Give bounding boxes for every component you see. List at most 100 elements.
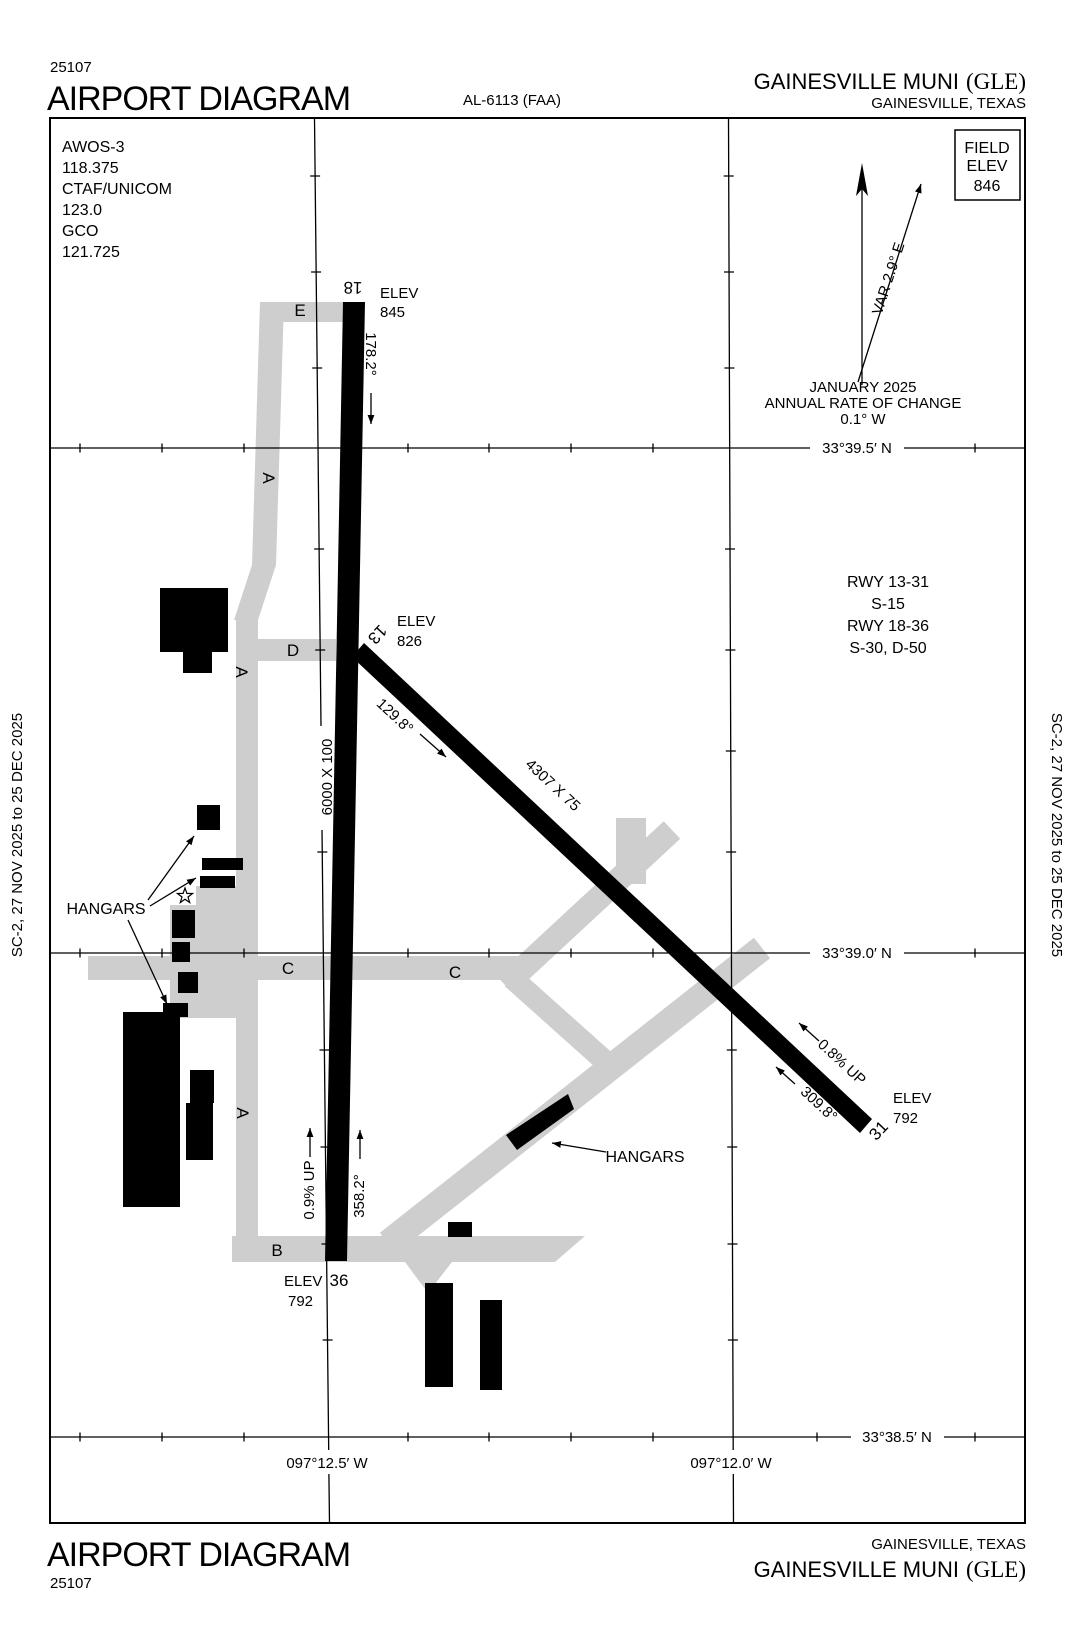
runway-13-heading-arrow xyxy=(419,733,447,758)
comm-line-3: CTAF/UNICOM xyxy=(62,181,172,198)
airport-city-bottom: GAINESVILLE, TEXAS xyxy=(871,1536,1026,1553)
comm-line-6: 121.725 xyxy=(62,244,120,261)
eff-number-bottom: 25107 xyxy=(50,1575,92,1592)
taxiway-b-segment xyxy=(232,1236,585,1262)
variation-rate-line2: 0.1° W xyxy=(840,411,886,428)
taxiway-a-jog xyxy=(234,565,276,620)
runway-18-elev-word: ELEV xyxy=(380,285,418,302)
airport-id-bottom-text: (GLE) xyxy=(966,1557,1026,1582)
graticule-lines xyxy=(50,117,1025,1524)
rwy-box-line-1: RWY 13-31 xyxy=(847,574,929,591)
hangar-on-diagonal-taxiway xyxy=(506,1094,574,1150)
variation-arrow xyxy=(857,183,922,383)
taxiway-a-upper xyxy=(252,302,284,565)
taxiway-diagonal-hangar xyxy=(379,937,771,1254)
taxiway-label-b: B xyxy=(271,1241,282,1260)
runway-31-slope-arrow xyxy=(798,1022,820,1042)
runway-13-elev-value: 826 xyxy=(397,633,422,650)
comm-line-5: GCO xyxy=(62,223,98,240)
eff-number-top: 25107 xyxy=(50,59,92,76)
airport-id-text: (GLE) xyxy=(966,69,1026,94)
hangars-callout-west: HANGARS xyxy=(66,835,197,1005)
latitude-ticks xyxy=(79,443,976,1442)
meridian-line-1 xyxy=(313,117,331,1524)
meridian-line-2 xyxy=(727,117,735,1524)
hangar-building-6 xyxy=(178,972,198,993)
taxiway-crossing-pad xyxy=(616,818,646,884)
field-elev-box: FIELD ELEV 846 xyxy=(954,129,1021,201)
variation-label: VAR 2.9° E xyxy=(869,240,908,317)
runway-18-36 xyxy=(325,302,365,1261)
runway-18-elev-value: 845 xyxy=(380,304,405,321)
buildings xyxy=(123,588,574,1390)
hangar-building-3 xyxy=(200,876,235,888)
longitude-label-2: 097°12.0′ W xyxy=(690,1455,772,1472)
hangar-building-4 xyxy=(172,910,195,938)
airport-name-bottom: GAINESVILLE MUNI(GLE) xyxy=(754,1557,1026,1582)
taxiway-c-northeast-branch xyxy=(496,821,681,994)
taxiway-label-c1: C xyxy=(282,959,294,978)
taxiway-label-d: D xyxy=(287,641,299,660)
rwy-box-line-2: S-15 xyxy=(871,596,905,613)
longitude-label-1: 097°12.5′ W xyxy=(286,1455,368,1472)
hangars-leader-4 xyxy=(551,1141,607,1153)
comm-frequencies: AWOS-3 118.375 CTAF/UNICOM 123.0 GCO 121… xyxy=(62,139,172,261)
field-elev-word2: ELEV xyxy=(967,158,1008,175)
rwy-box-line-4: S-30, D-50 xyxy=(849,640,926,657)
map-border xyxy=(49,117,1026,1524)
building-south-1 xyxy=(425,1283,453,1387)
latitude-label-3: 33°38.5′ N xyxy=(862,1429,932,1446)
meridian-ticks xyxy=(310,175,738,1341)
taxiway-label-e: E xyxy=(294,301,305,320)
runway-31-elev-value: 792 xyxy=(893,1110,918,1127)
page-title-bottom: AIRPORT DIAGRAM xyxy=(47,1536,350,1574)
hangars-callout-south: HANGARS xyxy=(551,1141,685,1166)
taxiway-network xyxy=(88,302,771,1293)
runway-36-elev-value: 792 xyxy=(288,1293,313,1310)
runway-13-31 xyxy=(352,643,872,1133)
building-south-2 xyxy=(480,1300,502,1390)
taxiway-label-c2: C xyxy=(449,963,461,982)
runway-13-elev-word: ELEV xyxy=(397,613,435,630)
variation-rate-line1: ANNUAL RATE OF CHANGE xyxy=(765,395,962,412)
runway-36-heading: 358.2° xyxy=(351,1174,368,1218)
latitude-label-2: 33°39.0′ N xyxy=(822,945,892,962)
field-elev-word1: FIELD xyxy=(964,140,1009,157)
runway-18-36-annotations: 18 ELEV 845 178.2° 6000 X 100 0.9% UP 35… xyxy=(284,278,418,1310)
hangars-leader-1 xyxy=(147,835,195,901)
building-northwest-large xyxy=(160,588,228,652)
latitude-label-1: 33°39.5′ N xyxy=(822,440,892,457)
hangars-label-west: HANGARS xyxy=(66,901,145,918)
hangar-building-2 xyxy=(202,858,243,870)
runway-31-heading-arrow xyxy=(775,1066,796,1085)
true-north-arrowhead-icon xyxy=(856,163,868,196)
hangars-leader-2 xyxy=(149,877,197,907)
runway-18-heading: 178.2° xyxy=(362,332,379,376)
right-margin-edition: SC-2, 27 NOV 2025 to 25 DEC 2025 xyxy=(1048,713,1065,957)
taxiway-label-a1: A xyxy=(259,472,278,484)
hangars-leader-3 xyxy=(127,919,168,1005)
runway-18-36-dimensions: 6000 X 100 xyxy=(319,739,336,816)
runway-13-31-annotations: 13 ELEV 826 129.8° 4307 X 75 0.8% UP 309… xyxy=(364,613,931,1144)
hangars-label-south: HANGARS xyxy=(605,1149,684,1166)
runway-31-elev-word: ELEV xyxy=(893,1090,931,1107)
field-elev-border xyxy=(954,129,1021,201)
variation-date: JANUARY 2025 xyxy=(809,379,916,396)
building-southwest-small-2 xyxy=(186,1103,213,1160)
taxiway-label-a2: A xyxy=(232,666,251,678)
building-southwest-small-1 xyxy=(190,1070,214,1103)
beacon-star-icon xyxy=(175,886,195,904)
airport-city-top: GAINESVILLE, TEXAS xyxy=(871,95,1026,112)
hangar-building-5 xyxy=(172,942,190,962)
page-title-top: AIRPORT DIAGRAM xyxy=(47,80,350,118)
runway-36-elev-word: ELEV xyxy=(284,1273,322,1290)
taxiway-a-lower xyxy=(236,618,258,1262)
al-number: AL-6113 (FAA) xyxy=(463,92,561,109)
building-northwest-tab xyxy=(183,652,212,673)
taxiway-b-stub xyxy=(405,1262,452,1293)
comm-line-2: 118.375 xyxy=(62,160,119,177)
taxiway-d-segment xyxy=(240,639,336,661)
airport-name-top: GAINESVILLE MUNI(GLE) xyxy=(754,69,1026,94)
comm-line-1: AWOS-3 xyxy=(62,139,125,156)
